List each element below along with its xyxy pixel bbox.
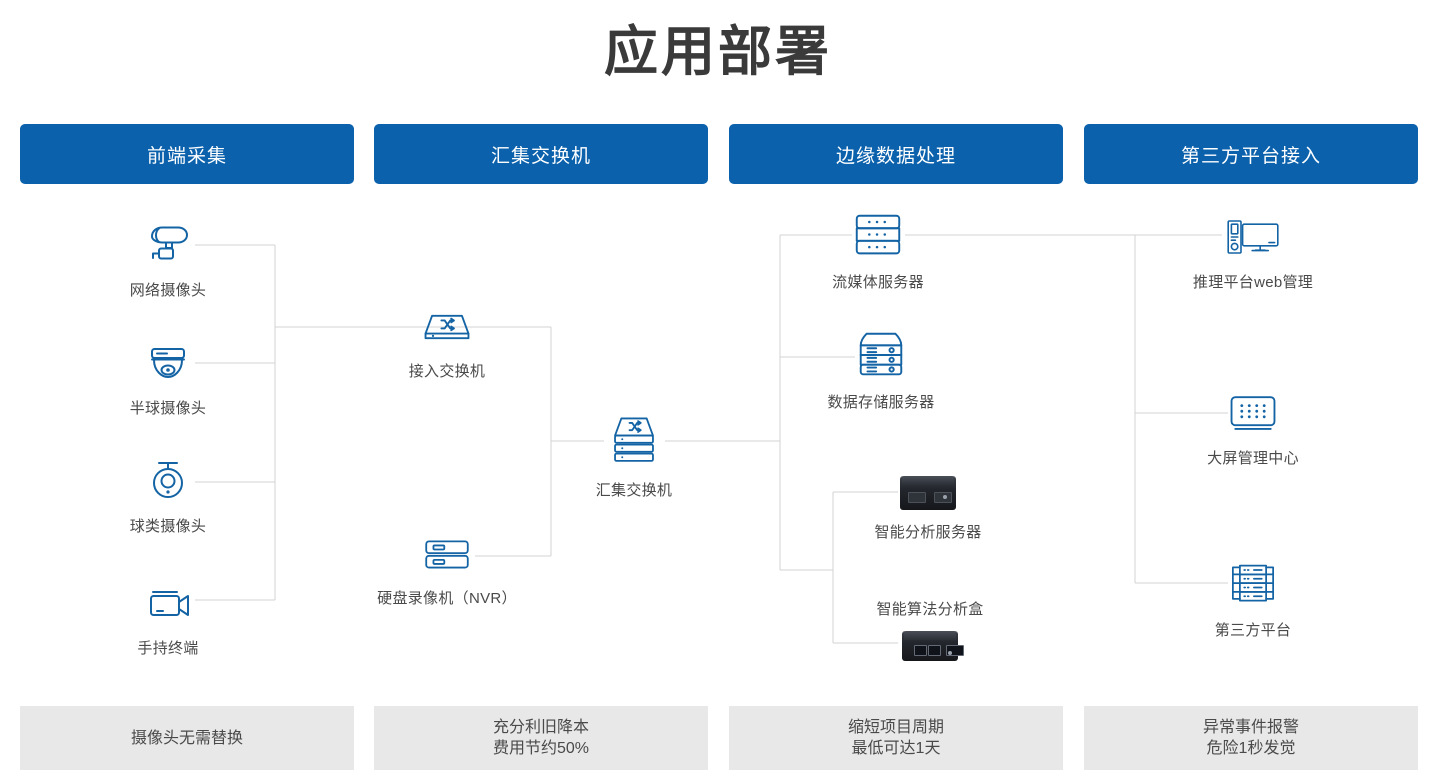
dome-camera-icon (140, 340, 196, 388)
node-nvr-recorder[interactable]: 硬盘录像机（NVR） (347, 530, 547, 608)
storage-server-icon (853, 328, 909, 382)
node-label: 球类摄像头 (129, 518, 207, 535)
handheld-camcorder-icon (140, 580, 196, 628)
column-header-edge-data-processing[interactable]: 边缘数据处理 (729, 124, 1063, 184)
node-label: 半球摄像头 (129, 400, 207, 417)
node-label: 手持终端 (137, 640, 199, 657)
node-label: 流媒体服务器 (832, 274, 924, 291)
rack-server-photo (900, 474, 956, 512)
footer-benefit-third-party: 异常事件报警 危险1秒发觉 (1084, 706, 1418, 770)
node-third-party-platform[interactable]: 第三方平台 (1153, 558, 1353, 640)
desktop-computer-icon (1225, 212, 1281, 262)
footer-benefit-edge: 缩短项目周期 最低可达1天 (729, 706, 1063, 770)
footer-benefit-switch: 充分利旧降本 费用节约50% (374, 706, 708, 770)
video-wall-icon (1225, 390, 1281, 438)
node-intelligent-analysis-server[interactable]: 智能分析服务器 (828, 474, 1028, 542)
node-aggregation-switch[interactable]: 汇集交换机 (534, 412, 734, 500)
footer-line-1: 充分利旧降本 (492, 719, 589, 736)
node-access-switch[interactable]: 接入交换机 (347, 303, 547, 381)
streaming-server-icon (850, 210, 906, 262)
page-title: 应用部署 (604, 22, 832, 82)
node-large-screen-management-center[interactable]: 大屏管理中心 (1153, 390, 1353, 468)
edge-ai-box-photo (902, 628, 964, 664)
node-inference-platform-web-management[interactable]: 推理平台web管理 (1153, 212, 1353, 292)
node-label: 智能分析服务器 (874, 524, 982, 541)
node-label: 网络摄像头 (129, 282, 207, 299)
node-handheld-terminal[interactable]: 手持终端 (68, 580, 268, 658)
column-header-aggregation-switch[interactable]: 汇集交换机 (374, 124, 708, 184)
stacked-switch-icon (606, 412, 662, 470)
footer-line-2: 危险1秒发觉 (1206, 740, 1296, 757)
ptz-camera-icon (140, 458, 196, 506)
node-streaming-media-server[interactable]: 流媒体服务器 (778, 210, 978, 292)
node-data-storage-server[interactable]: 数据存储服务器 (781, 328, 981, 412)
node-label: 智能算法分析盒 (876, 601, 984, 618)
server-rack-icon (1225, 558, 1281, 610)
bullet-camera-icon (140, 222, 196, 270)
footer-line-1: 缩短项目周期 (847, 719, 944, 736)
node-label: 硬盘录像机（NVR） (377, 590, 517, 607)
network-switch-icon (419, 303, 475, 351)
node-label: 推理平台web管理 (1192, 274, 1314, 291)
footer-line-2: 费用节约50% (492, 740, 590, 757)
footer-line-1: 异常事件报警 (1202, 719, 1299, 736)
footer-benefit-front-end: 摄像头无需替换 (20, 706, 354, 770)
node-dome-camera[interactable]: 半球摄像头 (68, 340, 268, 418)
nvr-recorder-icon (419, 530, 475, 578)
node-label: 汇集交换机 (595, 482, 673, 499)
column-header-front-end-collection[interactable]: 前端采集 (20, 124, 354, 184)
footer-line-2: 最低可达1天 (851, 740, 941, 757)
node-label: 大屏管理中心 (1207, 450, 1299, 467)
column-header-third-party-platform-access[interactable]: 第三方平台接入 (1084, 124, 1418, 184)
node-label: 数据存储服务器 (827, 394, 935, 411)
node-ptz-camera[interactable]: 球类摄像头 (68, 458, 268, 536)
node-label: 接入交换机 (408, 363, 486, 380)
node-intelligent-algorithm-box[interactable]: 智能算法分析盒 (830, 598, 1030, 664)
node-label: 第三方平台 (1214, 622, 1292, 639)
node-network-camera[interactable]: 网络摄像头 (68, 222, 268, 300)
footer-line-1: 摄像头无需替换 (130, 729, 243, 747)
